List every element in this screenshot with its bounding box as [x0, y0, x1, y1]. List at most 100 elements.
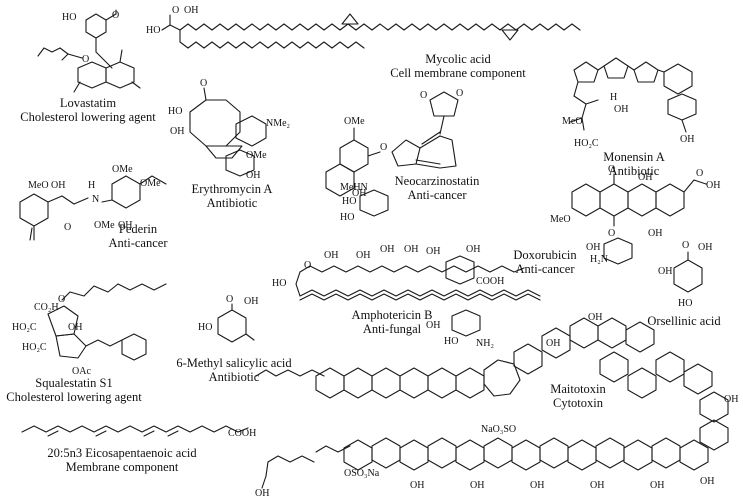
methylsalicylic-activity: Antibiotic [208, 370, 260, 384]
methylsalicylic-structure: O OH HO [198, 294, 258, 343]
mycolic-name: Mycolic acid [425, 52, 491, 66]
msa-o-label: O [226, 294, 233, 305]
neocarzino-ho2-label: HO [340, 212, 354, 223]
caption-neocarzinostatin: Neocarzinostatin Anti-cancer [395, 174, 480, 202]
squale-oac-label: OAc [72, 366, 91, 377]
caption-erythromycin: Erythromycin A Antibiotic [192, 182, 273, 210]
neocarzino-o3-label: O [456, 88, 463, 99]
neocarzino-o2-label: O [420, 90, 427, 101]
mycolic-oh-label: OH [184, 5, 198, 16]
maito-oso3na-label: OSO₃Na [344, 468, 380, 479]
neocarzino-mehn-label: MeHN [340, 182, 368, 193]
msa-oh-label: OH [244, 296, 258, 307]
ampho-ho-label: HO [272, 278, 286, 289]
pederin-h-label: H [88, 180, 95, 191]
maito-oh10-label: OH [724, 394, 738, 405]
lovastatin-o-label: O [112, 10, 119, 21]
pederin-ome-label: OMe [112, 164, 133, 175]
pederin-n-label: N [92, 194, 99, 205]
orsellinic-name: Orsellinic acid [647, 314, 721, 328]
monensin-name: Monensin A [603, 150, 665, 164]
ampho-ho2-label: HO [444, 336, 458, 347]
caption-doxorubicin: Doxorubicin Anti-cancer [513, 248, 576, 276]
squale-o-label: O [58, 294, 65, 305]
orsellinic-oh2-label: OH [658, 266, 672, 277]
monensin-activity: Antibiotic [608, 164, 660, 178]
squalestatin-structure: CO₂H HO₂C HO₂C O OH OAc [12, 283, 167, 377]
maito-oh7-label: OH [700, 476, 714, 487]
lovastatin-structure: HO O O [37, 9, 141, 93]
maito-oh9-label: OH [588, 312, 602, 323]
erythromycin-ome-label: OMe [246, 150, 267, 161]
pederin-name: Pederin [118, 222, 158, 236]
caption-squalestatin: Squalestatin S1 Cholesterol lowering age… [6, 376, 141, 404]
doxorubicin-activity: Anti-cancer [515, 262, 575, 276]
caption-amphotericin: Amphotericin B Anti-fungal [352, 308, 433, 336]
caption-lovastatin: Lovastatim Cholesterol lowering agent [20, 96, 155, 124]
caption-mycolic: Mycolic acid Cell membrane component [390, 52, 525, 80]
maito-oh2-label: OH [410, 480, 424, 491]
ampho-oh-label: OH [324, 250, 338, 261]
neocarzinostatin-name: Neocarzinostatin [394, 174, 480, 188]
mycolic-o-label: O [172, 5, 179, 16]
monensin-meo-label: MeO [562, 116, 583, 127]
maito-oh4-label: OH [530, 480, 544, 491]
ampho-oh2-label: OH [356, 250, 370, 261]
erythromycin-oh2-label: OH [246, 170, 260, 181]
monensin-oh-label: OH [614, 104, 628, 115]
orsellinic-o-label: O [682, 240, 689, 251]
mycolic-acid-structure: HO O OH [146, 5, 581, 49]
mycolic-ho-label: HO [146, 25, 160, 36]
erythromycin-activity: Antibiotic [206, 196, 258, 210]
squalestatin-name: Squalestatin S1 [35, 376, 113, 390]
maito-oh-label: OH [255, 488, 269, 499]
doxo-o2-label: O [608, 228, 615, 239]
epa-structure: COOH [21, 425, 256, 439]
doxo-oh4-label: OH [586, 242, 600, 253]
squale-ho2c-label: HO₂C [12, 322, 37, 333]
orsellinic-ho-label: HO [678, 298, 692, 309]
doxo-o3-label: O [696, 168, 703, 179]
pederin-oh-label: OH [118, 220, 132, 231]
monensin-structure: MeO HO₂C H OH OH [562, 57, 697, 149]
pederin-meo-label: MeO OH [28, 180, 66, 191]
neocarzino-o-label: O [380, 142, 387, 153]
pederin-ome2-label: OMe [140, 178, 161, 189]
mycolic-activity: Cell membrane component [390, 66, 526, 80]
ampho-oh6-label: OH [466, 244, 480, 255]
maito-oh5-label: OH [590, 480, 604, 491]
caption-monensin: Monensin A Antibiotic [603, 150, 664, 178]
monensin-h-label: H [610, 92, 617, 103]
lovastatin-name: Lovastatim [59, 96, 117, 110]
epa-name: 20:5n3 Eicosapentaenoic acid [47, 446, 197, 460]
lovastatin-o-ester-label: O [82, 54, 89, 65]
maitotoxin-activity: Cytotoxin [552, 396, 603, 410]
methylsalicylic-name: 6-Methyl salicylic acid [176, 356, 292, 370]
pederin-structure: MeO OH H OMe OMe N O OMe OH [19, 164, 167, 241]
erythromycin-name: Erythromycin A [191, 182, 273, 196]
epa-cooh-label: COOH [228, 428, 256, 439]
ampho-cooh-label: COOH [476, 276, 504, 287]
doxo-o-label: O [608, 164, 615, 175]
ampho-o-label: O [304, 260, 311, 271]
pederin-activity: Anti-cancer [108, 236, 168, 250]
caption-epa: 20:5n3 Eicosapentaenoic acid Membrane co… [47, 446, 196, 474]
erythromycin-ho-label: HO [168, 106, 182, 117]
maitotoxin-structure: OH OSO₃Na NaO₃SO OH OH OH OH OH OH OH OH… [255, 312, 738, 499]
neocarzinostatin-activity: Anti-cancer [407, 188, 467, 202]
caption-orsellinic: Orsellinic acid [647, 314, 720, 328]
caption-methylsalicylic: 6-Methyl salicylic acid Antibiotic [176, 356, 291, 384]
doxo-oh-label: OH [638, 172, 652, 183]
orsellinic-oh-label: OH [698, 242, 712, 253]
orsellinic-structure: O OH OH HO [658, 240, 712, 309]
maito-naoso-label: NaO₃SO [481, 424, 516, 435]
squalestatin-activity: Cholesterol lowering agent [6, 390, 142, 404]
doxorubicin-structure: O O OH OH MeO O OH H₂N OH [550, 164, 720, 265]
erythromycin-nme2-label: NMe₂ [266, 118, 290, 129]
pederin-ome3-label: OMe [94, 220, 115, 231]
squale-co2h-label: CO₂H [34, 302, 59, 313]
amphotericin-activity: Anti-fungal [362, 322, 422, 336]
monensin-oh-tail-label: OH [680, 134, 694, 145]
doxo-meo-label: MeO [550, 214, 571, 225]
